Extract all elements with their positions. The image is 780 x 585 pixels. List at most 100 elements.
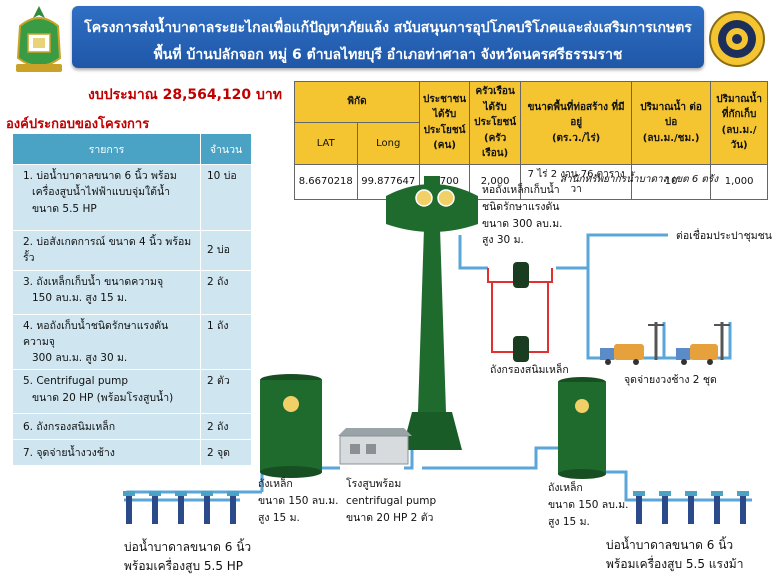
tank-left-label: ถังเหล็ก ขนาด 150 ลบ.ม. สูง 15 ม. xyxy=(258,476,338,526)
well-icon xyxy=(201,491,213,524)
header-line: ที่กักเก็บ xyxy=(721,109,757,121)
households-header: ครัวเรือน ได้รับ ประโยชน์ (ครัวเรือน) xyxy=(469,81,522,165)
label-line: ถังเหล็ก xyxy=(258,478,293,490)
row-text-line: 150 ลบ.ม. สูง 15 ม. xyxy=(32,291,128,304)
table-row: 2. บ่อสังเกตการณ์ ขนาด 4 นิ้ว พร้อมรั้ว … xyxy=(12,230,252,271)
row-qty: 2 บ่อ xyxy=(200,230,252,271)
tank-right-label: ถังเหล็ก ขนาด 150 ลบ.ม. สูง 15 ม. xyxy=(548,480,628,530)
header-line: ครัวเรือน xyxy=(475,86,515,97)
population-header: ประชาชน ได้รับ ประโยชน์ (คน) xyxy=(418,81,471,165)
well-icon xyxy=(227,491,239,524)
table-row: 3. ถังเหล็กเก็บน้ำ ขนาดความจุ 150 ลบ.ม. … xyxy=(12,269,252,315)
label-line: โรงสูบพร้อม xyxy=(346,478,402,490)
label-line: หอถังเหล็กเก็บน้ำ xyxy=(482,184,560,196)
flow-value: 10 xyxy=(631,163,712,200)
long-label: Long xyxy=(356,122,420,165)
table-row: 1. บ่อน้ำบาดาลขนาด 6 นิ้ว พร้อม เครื่องส… xyxy=(12,164,252,231)
well-icon xyxy=(149,491,161,524)
area-header: ขนาดพื้นที่ท่อสร้าง ที่มีอยู่ (ตร.ว./ไร่… xyxy=(520,81,633,165)
label-line: พร้อมเครื่องสูบ 5.5 HP xyxy=(124,558,244,573)
label-line: ชนิดรักษาแรงดัน xyxy=(482,200,560,213)
label-line: สูง 15 ม. xyxy=(548,515,590,528)
row-text-line: 7. จุดจ่ายน้ำงวงช้าง xyxy=(23,446,115,459)
label-line: สูง 15 ม. xyxy=(258,511,300,524)
well-icon xyxy=(737,491,749,524)
lat-label: LAT xyxy=(294,122,358,165)
header-line: (คน) xyxy=(433,140,456,152)
well-icon xyxy=(633,491,645,524)
title-line-1: โครงการส่งน้ำบาดาลระยะไกลเพื่อแก้ปัญหาภั… xyxy=(84,20,692,36)
budget-text: งบประมาณ 28,564,120 บาท xyxy=(88,87,283,103)
components-title: องค์ประกอบของโครงการ xyxy=(6,117,150,132)
pump-label: โรงสูบพร้อม centrifugal pump ขนาด 20 HP … xyxy=(346,476,436,526)
label-line: ขนาด 20 HP 2 ตัว xyxy=(346,511,434,524)
components-table: รายการ จำนวน 1. บ่อน้ำบาดาลขนาด 6 นิ้ว พ… xyxy=(12,133,252,467)
pump-house xyxy=(338,428,412,465)
households-value: 2,000 xyxy=(469,163,522,200)
col-qty-header: จำนวน xyxy=(200,133,252,165)
header-line: ได้รับ xyxy=(483,101,507,113)
row-qty: 2 จุด xyxy=(200,439,252,467)
row-qty: 2 ถัง xyxy=(200,269,252,315)
dispense-station-1 xyxy=(600,322,664,365)
header-line: (ตร.ว./ไร่) xyxy=(551,132,601,144)
header-line: ขนาดพื้นที่ท่อสร้าง ที่มีอยู่ xyxy=(527,101,625,129)
label-line: ขนาด 150 ลบ.ม. xyxy=(548,498,629,511)
label-line: สูง 30 ม. xyxy=(482,234,524,247)
header-line: ปริมาณน้ำ ต่อบ่อ xyxy=(640,101,702,129)
table-row: 5. Centrifugal pump ขนาด 20 HP (พร้อมโรง… xyxy=(12,369,252,415)
header-line: ได้รับ xyxy=(432,109,457,121)
row-text-line: เครื่องสูบน้ำไฟฟ้าแบบจุ่มใต้น้ำ xyxy=(32,186,171,199)
water-tower xyxy=(386,176,478,450)
header-line: (ลบ.ม./ชม.) xyxy=(642,132,700,144)
wells-left-label: บ่อน้ำบาดาลขนาด 6 นิ้ว พร้อมเครื่องสูบ 5… xyxy=(124,538,251,575)
well-icon xyxy=(659,491,671,524)
filter-label: ถังกรองสนิมเหล็ก xyxy=(490,364,569,376)
lat-value: 8.6670218 xyxy=(294,163,358,200)
title-line-2: พื้นที่ บ้านปลักจอก หมู่ 6 ตำบลไทยบุรี อ… xyxy=(153,47,623,63)
wells-right-label: บ่อน้ำบาดาลขนาด 6 นิ้ว พร้อมเครื่องสูบ 5… xyxy=(606,536,743,573)
header-line: ประชาชน xyxy=(423,93,467,105)
title-banner: โครงการส่งน้ำบาดาลระยะไกลเพื่อแก้ปัญหาภั… xyxy=(72,6,704,68)
storage-tank-left xyxy=(260,374,322,478)
office-credit: สำนักทรัพยากรน้ำบาดาล เขต 6 ตรัง xyxy=(560,174,719,185)
storage-header: ปริมาณน้ำ ที่กักเก็บ (ลบ.ม./วัน) xyxy=(710,81,769,165)
row-text-line: 2. บ่อสังเกตการณ์ ขนาด 4 นิ้ว พร้อมรั้ว xyxy=(23,236,192,265)
info-values-row: 8.6670218 99.877647 9,700 2,000 7 ไร่ 2 … xyxy=(294,163,769,200)
storage-tank-right xyxy=(558,377,606,479)
row-qty: 1 ถัง xyxy=(200,313,252,371)
row-qty: 2 ถัง xyxy=(200,413,252,441)
filter-tank-top xyxy=(513,262,529,288)
well-icon xyxy=(685,491,697,524)
label-line: บ่อน้ำบาดาลขนาด 6 นิ้ว xyxy=(606,538,734,552)
row-text-line: 1. บ่อน้ำบาดาลขนาด 6 นิ้ว พร้อม xyxy=(23,170,177,182)
tower-label: หอถังเหล็กเก็บน้ำ ชนิดรักษาแรงดัน ขนาด 3… xyxy=(482,182,562,249)
connect-label: ต่อเชื่อมประปาชุมชน xyxy=(676,230,772,242)
header-line: (ลบ.ม./วัน) xyxy=(721,124,757,152)
well-icon xyxy=(123,491,135,524)
row-qty: 10 บ่อ xyxy=(200,164,252,231)
area-value: 7 ไร่ 2 งาน 76 ตารางวา xyxy=(520,163,633,200)
label-line: บ่อน้ำบาดาลขนาด 6 นิ้ว xyxy=(124,540,252,554)
table-row: 7. จุดจ่ายน้ำงวงช้าง 2 จุด xyxy=(12,439,252,467)
row-text-line: 4. หอถังเก็บน้ำชนิดรักษาแรงดัน ความจุ xyxy=(23,319,169,348)
storage-value: 1,000 xyxy=(710,163,769,200)
coord-header: พิกัด xyxy=(294,80,420,124)
well-icon xyxy=(711,491,723,524)
dispense-label: จุดจ่ายงวงช้าง 2 ชุด xyxy=(624,374,717,386)
government-emblem-icon xyxy=(8,4,70,78)
department-seal-icon xyxy=(708,10,766,68)
header-line: ประโยชน์ xyxy=(423,124,466,136)
label-line: พร้อมเครื่องสูบ 5.5 แรงม้า xyxy=(606,556,744,571)
label-line: ขนาด 150 ลบ.ม. xyxy=(258,494,339,507)
dispense-station-2 xyxy=(676,322,730,365)
row-qty: 2 ตัว xyxy=(200,369,252,415)
well-icon xyxy=(175,491,187,524)
row-text-line: 300 ลบ.ม. สูง 30 ม. xyxy=(32,352,128,365)
label-line: ขนาด 300 ลบ.ม. xyxy=(482,217,563,230)
header-line: (ครัวเรือน) xyxy=(482,132,509,160)
label-line: ถังเหล็ก xyxy=(548,482,583,494)
flow-header: ปริมาณน้ำ ต่อบ่อ (ลบ.ม./ชม.) xyxy=(631,81,712,165)
project-info-table: พิกัด ประชาชน ได้รับ ประโยชน์ (คน) ครัวเ… xyxy=(294,80,769,200)
